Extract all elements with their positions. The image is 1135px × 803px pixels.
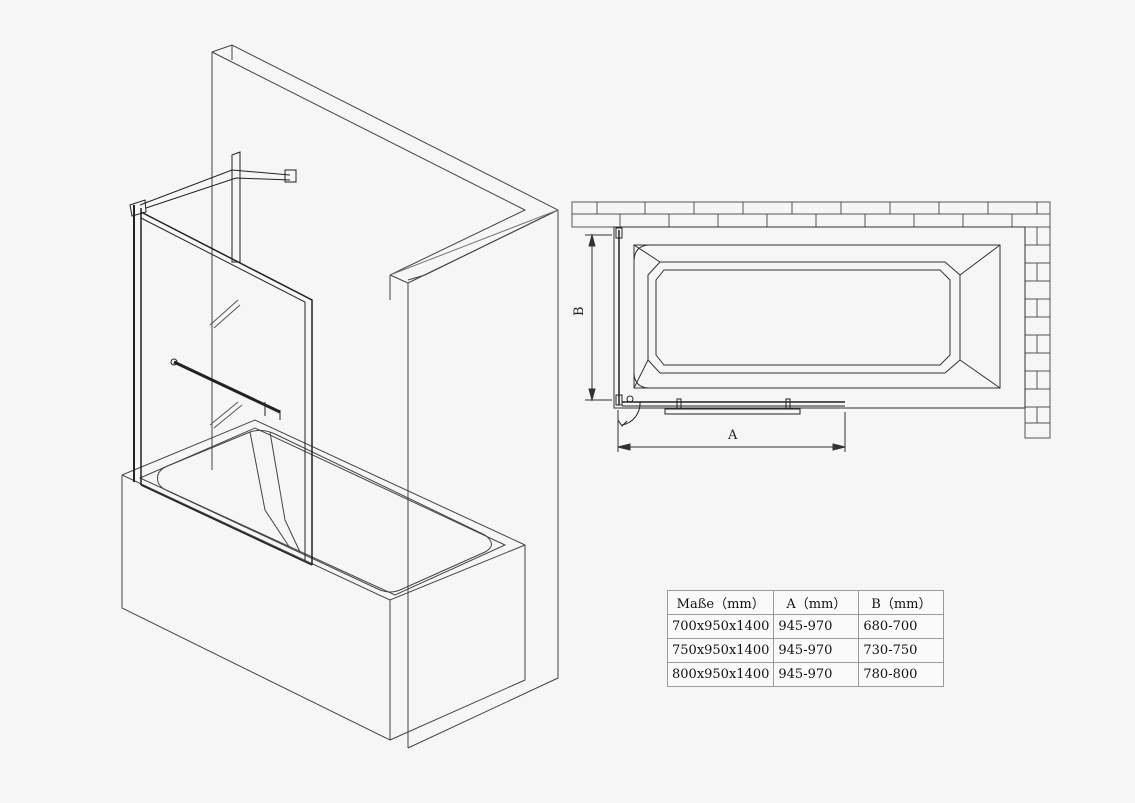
table-cell: 945-970 bbox=[773, 638, 860, 663]
isometric-view bbox=[121, 44, 559, 749]
table-cell: 680-700 bbox=[858, 614, 945, 639]
table-row: 800x950x1400 945-970 780-800 bbox=[666, 662, 945, 687]
bathtub bbox=[121, 419, 526, 741]
header-a: A（mm） bbox=[773, 590, 860, 615]
dimensions-table: Maße（mm） A（mm） B（mm） 700x950x1400 945-97… bbox=[666, 590, 945, 687]
side-wall bbox=[389, 209, 559, 748]
tub-plan bbox=[613, 226, 1026, 409]
dimension-label-a: A bbox=[727, 428, 738, 443]
dimension-label-b: B bbox=[572, 306, 587, 316]
table-cell: 780-800 bbox=[858, 662, 945, 687]
table-cell: 730-750 bbox=[858, 638, 945, 663]
brick-wall-top bbox=[571, 201, 1051, 228]
header-b: B（mm） bbox=[858, 590, 945, 615]
back-wall bbox=[211, 44, 559, 749]
table-header-row: Maße（mm） A（mm） B（mm） bbox=[666, 590, 945, 615]
table-cell: 750x950x1400 bbox=[666, 638, 775, 663]
plan-view bbox=[571, 201, 1051, 452]
table-cell: 700x950x1400 bbox=[666, 614, 775, 639]
header-masse: Maße（mm） bbox=[666, 590, 775, 615]
brick-wall-right bbox=[1024, 226, 1051, 439]
dimension-b bbox=[585, 233, 612, 402]
shower-screen bbox=[129, 199, 313, 566]
table-cell: 945-970 bbox=[773, 662, 860, 687]
table-cell: 800x950x1400 bbox=[666, 662, 775, 687]
table-row: 750x950x1400 945-970 730-750 bbox=[666, 638, 945, 663]
screen-plan bbox=[615, 227, 845, 427]
dimension-a bbox=[617, 410, 846, 452]
table-cell: 945-970 bbox=[773, 614, 860, 639]
table-row: 700x950x1400 945-970 680-700 bbox=[666, 614, 945, 639]
support-arm bbox=[139, 151, 297, 263]
